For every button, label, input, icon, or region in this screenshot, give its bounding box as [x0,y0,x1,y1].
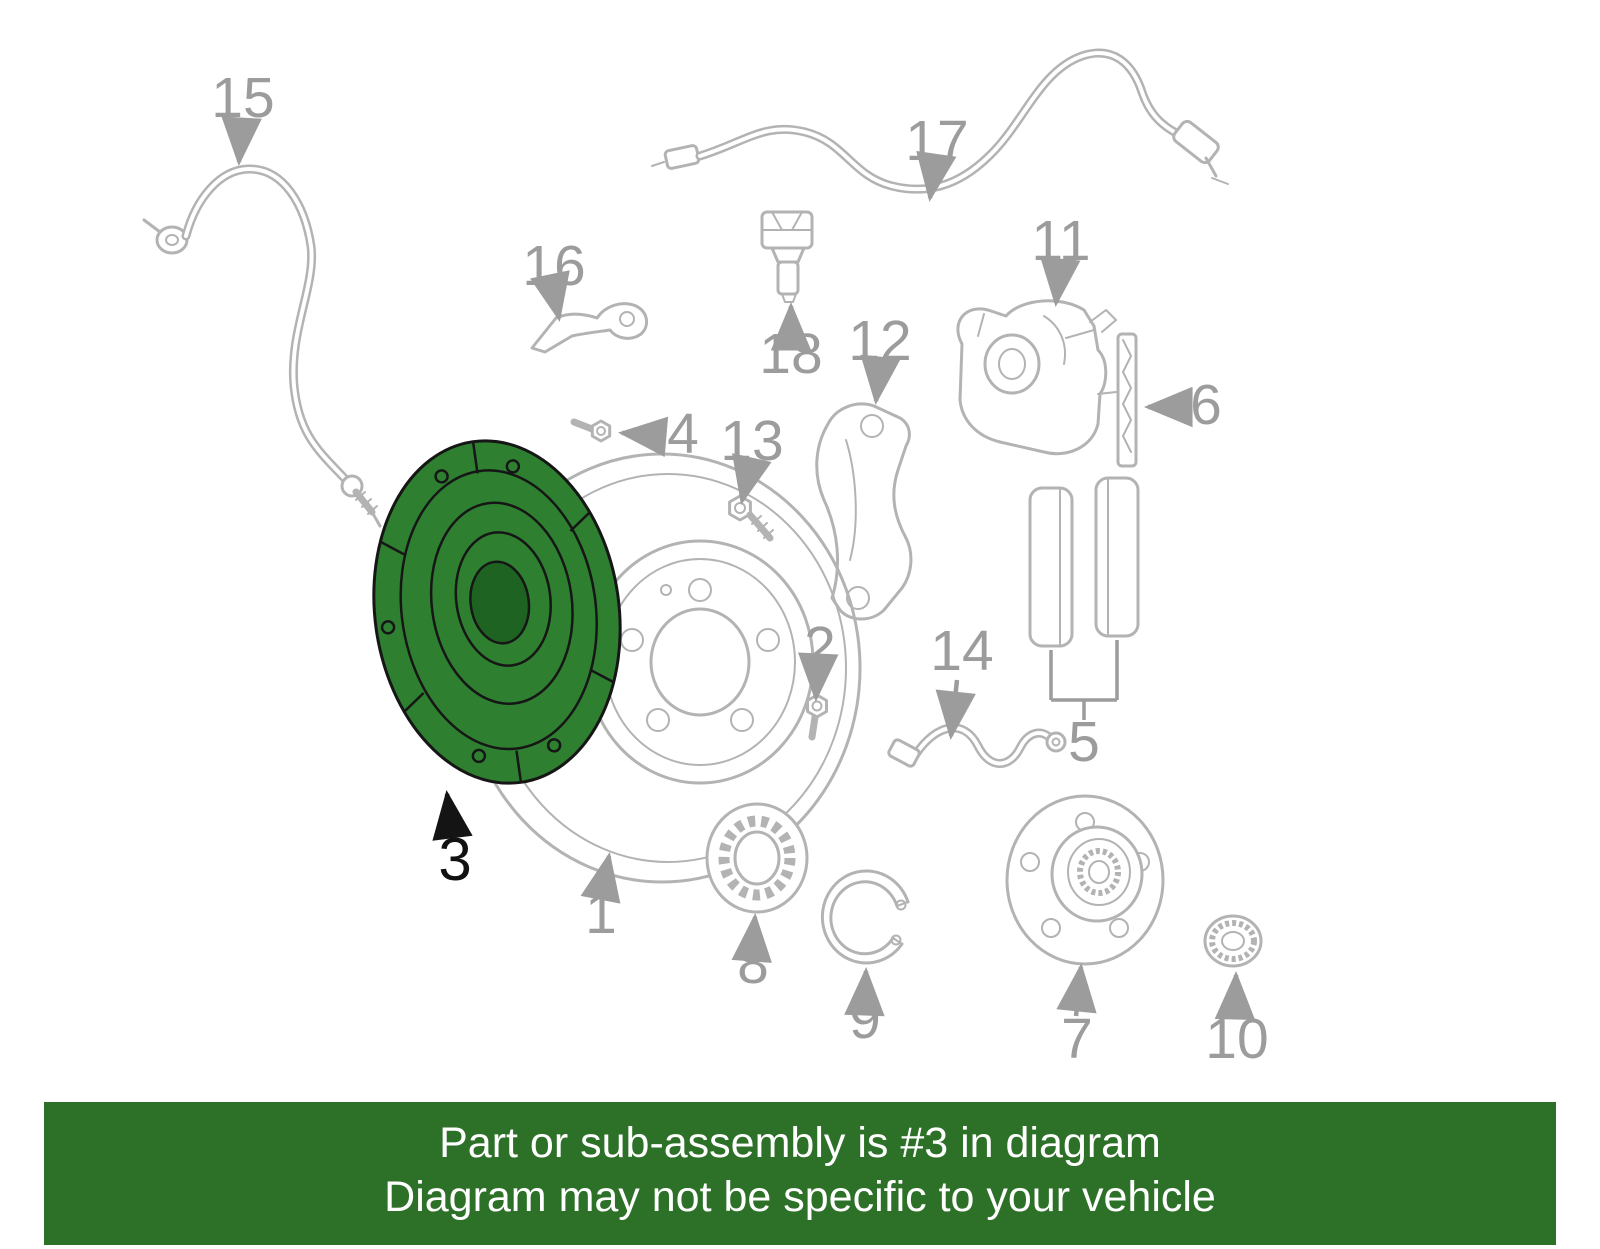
callout-arrow-17 [916,151,957,203]
callout-label-7: 7 [1061,1007,1093,1071]
callout-arrow-9 [844,966,885,1017]
callout-label-5: 5 [1068,710,1100,774]
wheel-bearing-part [705,802,809,914]
callout-label-17: 17 [905,109,968,173]
hose-bracket-part [530,302,649,354]
callout-arrow-3 [432,789,473,841]
wear-sensor-cable-part [887,723,1067,768]
callout-label-10: 10 [1205,1007,1268,1071]
pad-retaining-clip-part [1116,332,1138,468]
callout-label-2: 2 [804,615,836,679]
callout-label-12: 12 [848,309,911,373]
callout-label-8: 8 [737,932,769,996]
callout-arrow-4 [617,416,669,457]
callout-label-18: 18 [759,322,822,386]
callout-arrow-2 [797,652,839,703]
rotor-set-screw-part [806,693,828,741]
callout-label-11: 11 [1031,209,1090,273]
callout-arrow-7 [1056,962,1097,1017]
brake-caliper-part [956,299,1117,456]
banner-line-1: Part or sub-assembly is #3 in diagram [439,1119,1161,1167]
callout-arrow-1 [580,852,621,904]
callout-labels: 1 2 3 4 5 6 7 8 9 10 11 12 13 14 15 16 1… [211,66,1268,1071]
callout-label-13: 13 [720,409,783,473]
splash-shield-part [372,439,622,785]
brake-hose-part [142,164,382,528]
axle-nut-part [1203,914,1263,968]
banner-line-2: Diagram may not be specific to your vehi… [384,1173,1216,1221]
callout-label-14: 14 [930,619,993,683]
callout-label-4: 4 [667,402,699,466]
callout-arrow-15 [221,116,262,167]
abs-sensor-cable-part [651,48,1229,194]
callout-arrow-10 [1214,970,1256,1021]
callout-label-6: 6 [1190,373,1222,437]
info-banner: Part or sub-assembly is #3 in diagram Di… [44,1102,1556,1245]
callout-arrow-8 [731,912,772,963]
callout-arrow-16 [530,270,570,322]
mounting-bolt-part [728,494,774,542]
callout-arrow-11 [1040,256,1081,308]
caliper-bracket-part [815,402,913,621]
callout-arrow-12 [860,354,901,406]
snap-ring-part [820,869,910,965]
sensor-connector-part [760,210,814,303]
callout-label-16: 16 [522,234,585,298]
callout-label-9: 9 [849,987,881,1051]
callout-arrow-13 [732,453,772,505]
shield-bolt-part [570,418,612,443]
brake-pads-part [1028,476,1140,720]
callout-label-1: 1 [585,882,617,946]
wheel-hub-part [1005,794,1165,966]
exploded-diagram: 1 2 3 4 5 6 7 8 9 10 11 12 13 14 15 16 1… [142,48,1269,1071]
callout-label-3-highlighted: 3 [438,826,471,893]
callout-arrows [221,116,1256,1021]
callout-arrow-14 [935,679,976,741]
callout-label-15: 15 [211,66,274,130]
